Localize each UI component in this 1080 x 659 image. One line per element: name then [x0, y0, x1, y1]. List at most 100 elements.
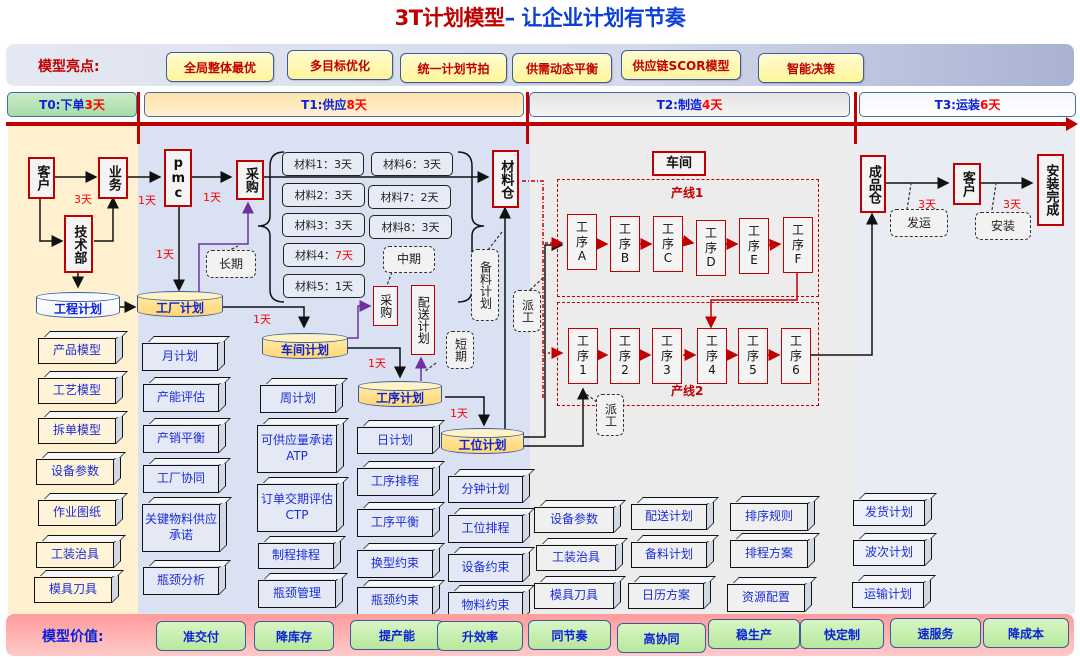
block-label: 工装治具 — [536, 545, 616, 571]
block-top — [149, 418, 231, 424]
cylinder-factory-plan: 工厂计划 — [137, 291, 223, 317]
info-block: 换型约束 — [357, 543, 445, 578]
block-label: 制程排程 — [258, 543, 334, 569]
block-top — [858, 575, 936, 581]
node-label: 材料仓 — [498, 159, 514, 199]
material-name: 材料5： — [295, 280, 335, 293]
block-label: 备料计划 — [631, 542, 707, 568]
value-pill: 速服务 — [890, 618, 981, 648]
node-label: 安装完成 — [1043, 164, 1059, 216]
highlight-pill: 多目标优化 — [287, 50, 393, 80]
cylinder-label: 工位计划 — [458, 438, 507, 452]
block-top — [454, 469, 535, 475]
node-customer: 客户 — [28, 157, 55, 199]
block-top — [542, 538, 628, 544]
block-label: 模具刀具 — [34, 577, 112, 603]
info-block: 产品模型 — [38, 331, 128, 364]
node-workshop: 车间 — [652, 151, 706, 176]
block-top — [363, 420, 445, 426]
highlight-pill: 智能决策 — [758, 53, 864, 83]
title-sub: – 让企业计划有节奏 — [504, 6, 686, 30]
step-char: 序 — [576, 348, 589, 363]
block-top — [42, 535, 126, 541]
node-label: 成品仓 — [865, 164, 881, 204]
block-top — [148, 336, 230, 342]
info-block: 工序排程 — [357, 461, 445, 496]
block-label: 配送计划 — [631, 504, 707, 530]
value-pill: 准交付 — [156, 621, 246, 651]
day-label: 1天 — [138, 194, 156, 207]
arrow-proc6-fgwarehouse — [809, 212, 878, 356]
value-pill: 高协同 — [617, 623, 706, 653]
step-char: 序 — [575, 234, 588, 249]
material-item: 材料7：2天 — [368, 185, 451, 209]
block-label: 设备参数 — [36, 459, 114, 485]
arrow-process-station — [445, 396, 490, 427]
block-label: 产品模型 — [38, 338, 116, 364]
step-char: 工 — [791, 223, 804, 238]
step-char: 序 — [789, 348, 802, 363]
production-line-1-label: 产线1 — [671, 186, 704, 200]
day-label: 3天 — [918, 198, 936, 211]
block-top — [44, 411, 128, 417]
value-pill: 升效率 — [437, 621, 523, 651]
block-top — [264, 573, 348, 579]
arrow-station-proc1 — [522, 387, 589, 447]
info-block: 可供应量承诺ATP — [257, 418, 349, 473]
block-top — [363, 461, 445, 467]
info-block: 备料计划 — [631, 535, 719, 568]
step-char: C — [663, 251, 673, 266]
phase-name: T1:供应 — [301, 98, 347, 112]
info-block: 产能评估 — [143, 377, 231, 412]
phase-days: 6天 — [979, 98, 1001, 112]
material-days: 7天 — [335, 249, 353, 262]
value-pill: 降库存 — [254, 621, 334, 651]
arrow-factory-purchase-long — [198, 201, 254, 293]
block-label: 瓶颈分析 — [143, 567, 219, 595]
callout-dispatch: 派工 — [513, 290, 541, 332]
arrow-C-D — [681, 235, 695, 247]
material-item: 材料2：3天 — [282, 183, 365, 207]
step-char: 序 — [704, 240, 717, 255]
phase-name: T3:运装 — [934, 98, 980, 112]
timeline-arrow-icon — [1066, 117, 1078, 131]
step-char: 工 — [661, 222, 674, 237]
block-label: 换型约束 — [357, 550, 433, 578]
cylinder-label: 车间计划 — [280, 343, 329, 357]
material-item: 材料1：3天 — [282, 152, 364, 176]
step-char: 序 — [618, 348, 631, 363]
callout-tail-prep — [487, 231, 503, 251]
block-label: 运输计划 — [852, 582, 924, 608]
callout-tail-install — [991, 183, 997, 211]
node-label: 配送计划 — [416, 296, 431, 344]
value-pill: 快定制 — [800, 619, 884, 649]
block-top — [454, 585, 535, 591]
block-top — [736, 533, 820, 539]
block-label: 产能评估 — [143, 384, 219, 412]
info-block: 设备参数 — [36, 452, 126, 485]
block-label: 模具刀具 — [534, 583, 614, 609]
node-material-warehouse: 材料仓 — [492, 150, 519, 208]
node-customer-t3: 客户 — [953, 163, 981, 205]
info-block: 模具刀具 — [34, 570, 124, 603]
info-block: 瓶颈管理 — [258, 573, 348, 608]
block-top — [540, 500, 626, 506]
block-label: 工装治具 — [36, 542, 114, 568]
arrow-workshop-purchase-mid — [348, 300, 372, 339]
highlight-pill: 全局整体最优 — [166, 52, 274, 82]
step-char: 序 — [661, 236, 674, 251]
block-label: 工位排程 — [448, 515, 523, 543]
material-item: 材料3：3天 — [282, 213, 365, 237]
material-name: 材料3： — [294, 219, 335, 232]
step-char: F — [794, 252, 802, 267]
block-label: 订单交期评估CTP — [257, 484, 337, 532]
node-fg-warehouse: 成品仓 — [860, 155, 886, 213]
phase-days: 3天 — [84, 98, 105, 112]
block-side — [337, 418, 344, 473]
material-item: 材料5：1天 — [283, 274, 365, 298]
block-label: 排序规则 — [730, 503, 808, 531]
node-tech-dept: 技术部 — [64, 215, 93, 273]
info-block: 周计划 — [260, 378, 348, 413]
cylinder-label: 工程计划 — [53, 302, 102, 316]
